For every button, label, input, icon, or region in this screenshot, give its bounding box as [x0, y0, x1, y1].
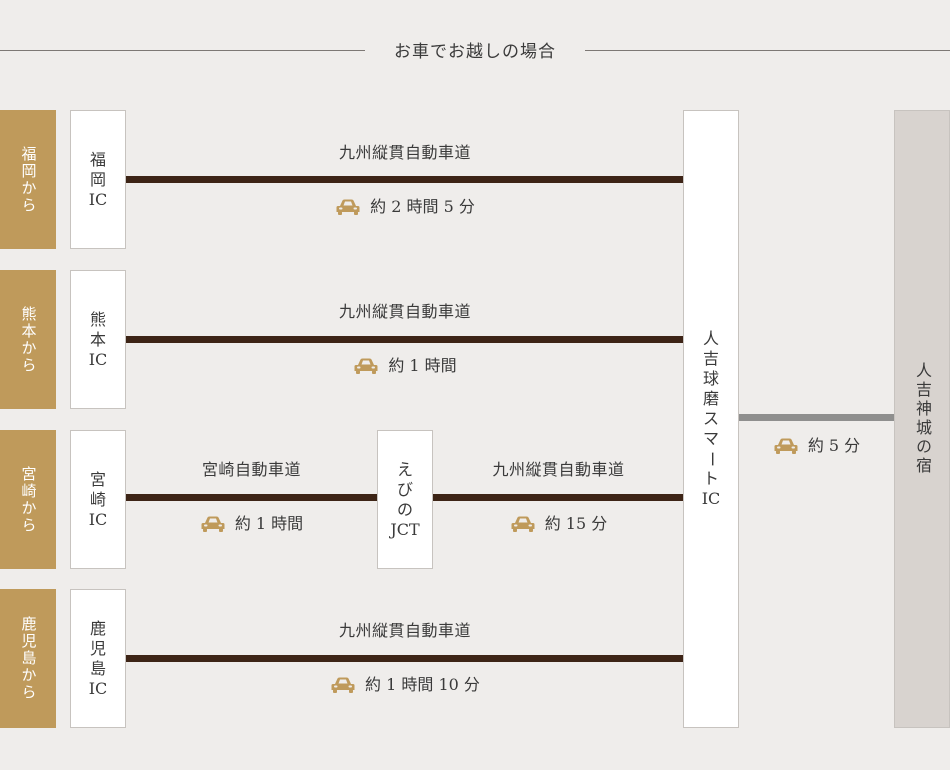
destination-label: 人吉神城の宿 — [913, 362, 932, 476]
travel-time-miyazaki: 約 1 時間 — [126, 513, 377, 535]
road-line-ebino — [433, 494, 684, 501]
car-icon — [354, 358, 378, 374]
travel-time-text: 約 5 分 — [807, 436, 861, 455]
travel-time-text: 約 1 時間 — [388, 356, 457, 375]
ic-label-char: IC — [88, 189, 108, 209]
junction-label-char: JCT — [390, 519, 420, 539]
car-icon — [331, 677, 355, 693]
ic-label-char: 児 — [89, 638, 106, 658]
smart-ic-char: 人 — [702, 329, 719, 348]
road-line-fukuoka — [126, 176, 684, 183]
car-icon — [336, 199, 360, 215]
junction-label-char: え — [396, 459, 413, 479]
ic-box-fukuoka: 福 岡 IC — [70, 110, 126, 249]
travel-time-text: 約 1 時間 — [234, 514, 304, 533]
origin-label: 熊本から — [19, 305, 38, 374]
ic-label-char: 島 — [89, 658, 106, 678]
ic-label-char: IC — [88, 678, 108, 698]
origin-label: 鹿児島から — [19, 616, 38, 701]
travel-time-text: 約 1 時間 10 分 — [365, 675, 480, 694]
origin-tab-miyazaki: 宮崎から — [0, 430, 56, 569]
road-line-kagoshima — [126, 655, 684, 662]
origin-tab-kumamoto: 熊本から — [0, 270, 56, 409]
travel-time-kumamoto: 約 1 時間 — [126, 355, 684, 377]
junction-label-char: の — [396, 499, 413, 519]
road-line-kumamoto — [126, 336, 684, 343]
junction-label-char: び — [396, 479, 413, 499]
road-name-fukuoka: 九州縦貫自動車道 — [338, 143, 471, 162]
smart-ic-char: ー — [702, 450, 721, 467]
junction-box-ebino: え び の JCT — [377, 430, 433, 569]
smart-ic-char: ス — [702, 409, 719, 428]
destination-box: 人吉神城の宿 — [894, 110, 950, 728]
ic-label-char: 岡 — [89, 169, 106, 189]
smart-ic-box: 人 吉 球 磨 ス マ ー ト IC — [683, 110, 739, 728]
road-line-final — [739, 414, 894, 421]
smart-ic-char: IC — [701, 489, 721, 508]
car-icon — [774, 438, 798, 454]
ic-label-char: 崎 — [89, 489, 106, 509]
road-name-miyazaki: 宮崎自動車道 — [201, 460, 301, 479]
header-rule-left — [0, 50, 365, 51]
ic-box-kagoshima: 鹿 児 島 IC — [70, 589, 126, 728]
origin-tab-kagoshima: 鹿児島から — [0, 589, 56, 728]
road-name-kagoshima: 九州縦貫自動車道 — [338, 621, 471, 640]
road-line-miyazaki — [126, 494, 377, 501]
smart-ic-char: ト — [702, 469, 719, 488]
travel-time-text: 約 15 分 — [544, 514, 608, 533]
ic-label-char: 宮 — [89, 469, 106, 489]
travel-time-final: 約 5 分 — [739, 435, 894, 457]
car-icon — [201, 516, 225, 532]
road-name-kumamoto: 九州縦貫自動車道 — [338, 302, 471, 321]
ic-box-kumamoto: 熊 本 IC — [70, 270, 126, 409]
ic-label-char: IC — [88, 509, 108, 529]
car-icon — [511, 516, 535, 532]
smart-ic-char: 球 — [702, 369, 719, 388]
travel-time-text: 約 2 時間 5 分 — [370, 197, 475, 216]
ic-box-miyazaki: 宮 崎 IC — [70, 430, 126, 569]
travel-time-fukuoka: 約 2 時間 5 分 — [126, 196, 684, 218]
section-title: お車でお越しの場合 — [394, 42, 556, 62]
origin-label: 福岡から — [19, 145, 38, 214]
ic-label-char: 本 — [89, 329, 106, 349]
origin-tab-fukuoka: 福岡から — [0, 110, 56, 249]
ic-label-char: IC — [88, 349, 108, 369]
road-name-ebino: 九州縦貫自動車道 — [492, 460, 625, 479]
origin-label: 宮崎から — [19, 465, 38, 534]
smart-ic-char: マ — [702, 429, 719, 448]
smart-ic-char: 磨 — [702, 389, 719, 408]
travel-time-kagoshima: 約 1 時間 10 分 — [126, 674, 684, 696]
ic-label-char: 福 — [89, 149, 106, 169]
header-rule-right — [585, 50, 950, 51]
ic-label-char: 熊 — [89, 309, 106, 329]
travel-time-ebino: 約 15 分 — [433, 513, 684, 535]
ic-label-char: 鹿 — [89, 618, 106, 638]
smart-ic-char: 吉 — [702, 349, 719, 368]
